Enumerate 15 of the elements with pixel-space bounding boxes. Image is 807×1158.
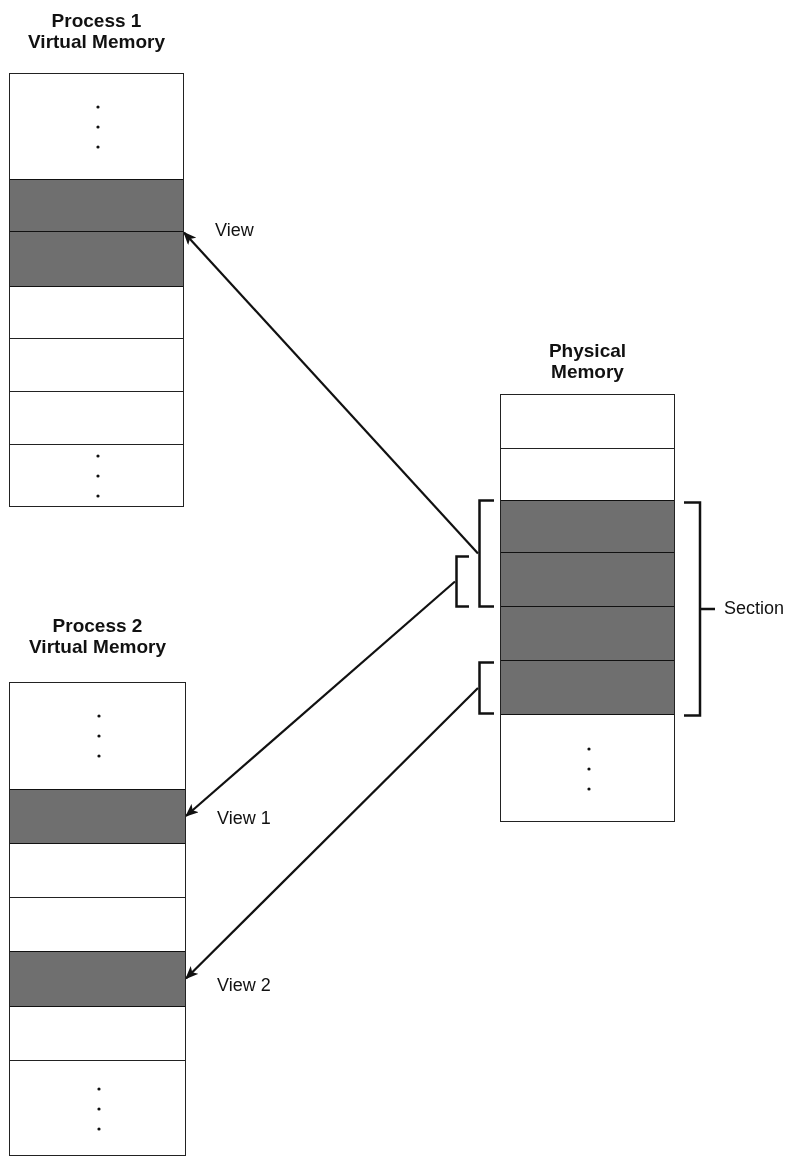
bracket <box>478 661 494 715</box>
shaded-block <box>10 950 185 1007</box>
shaded-block <box>10 788 185 844</box>
shaded-block <box>501 499 674 715</box>
bracket <box>478 499 494 608</box>
block-label: View 1 <box>217 808 271 829</box>
block-label: View <box>215 220 254 241</box>
column-heading: Process 2 Virtual Memory <box>28 615 167 657</box>
bracket <box>455 555 469 608</box>
column-heading: Physical Memory <box>547 340 628 382</box>
column-heading: Process 1 Virtual Memory <box>27 10 166 52</box>
block-label: Section <box>724 598 785 619</box>
shaded-block <box>10 178 183 287</box>
arrow <box>185 687 479 980</box>
block-label: View 2 <box>217 975 271 996</box>
